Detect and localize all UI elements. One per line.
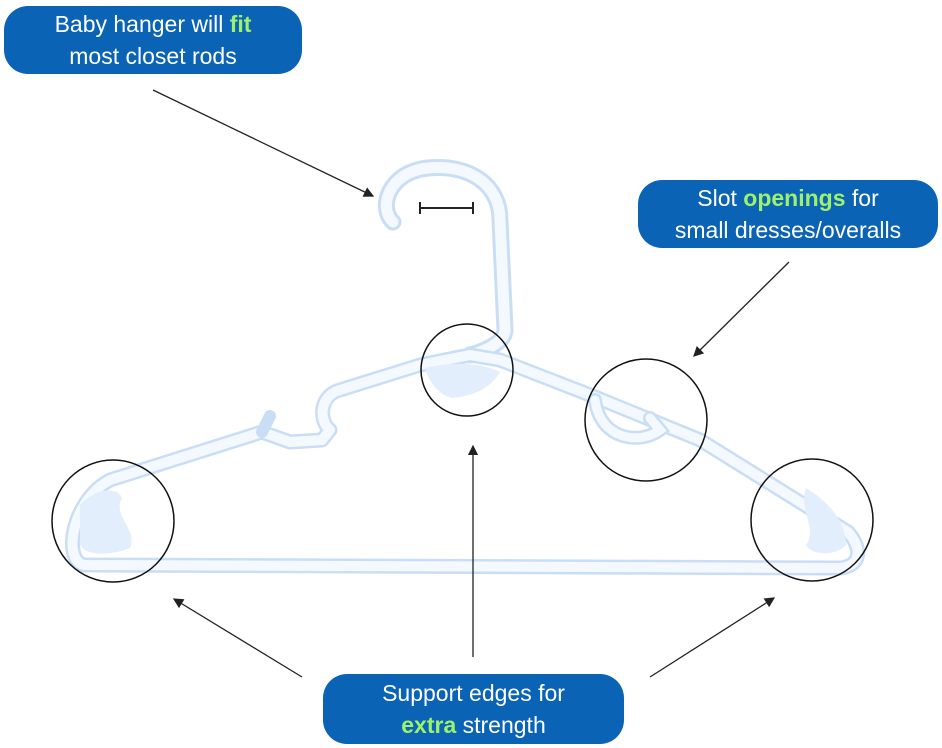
pointer-arrow xyxy=(172,598,303,678)
magnifier-circle xyxy=(420,323,514,417)
callout-highlight: extra xyxy=(401,712,457,738)
pointer-arrow xyxy=(649,597,776,678)
callout-hanger-fit: Baby hanger will fit most closet rods xyxy=(4,6,302,74)
callout-text: Slot xyxy=(697,185,744,211)
hook-width-marker xyxy=(419,202,474,214)
callout-text: Baby hanger will xyxy=(54,11,230,37)
callout-support-edges: Support edges for extra strength xyxy=(323,674,624,744)
baby-hanger-icon xyxy=(65,159,865,576)
magnifier-circle xyxy=(584,358,708,482)
callout-slot-openings: Slot openings for small dresses/overalls xyxy=(638,180,938,248)
pointer-arrow xyxy=(693,261,790,357)
magnifier-circle xyxy=(750,458,874,582)
callout-text: small dresses/overalls xyxy=(674,217,902,243)
callout-text: strength xyxy=(456,712,546,738)
callout-text: Support edges for xyxy=(382,680,565,706)
callout-highlight: fit xyxy=(229,11,252,37)
callout-highlight: openings xyxy=(743,185,846,211)
pointer-arrow xyxy=(152,89,375,197)
callout-text: most closet rods xyxy=(69,43,237,69)
magnifier-circle xyxy=(51,459,175,583)
callout-text: for xyxy=(845,185,879,211)
